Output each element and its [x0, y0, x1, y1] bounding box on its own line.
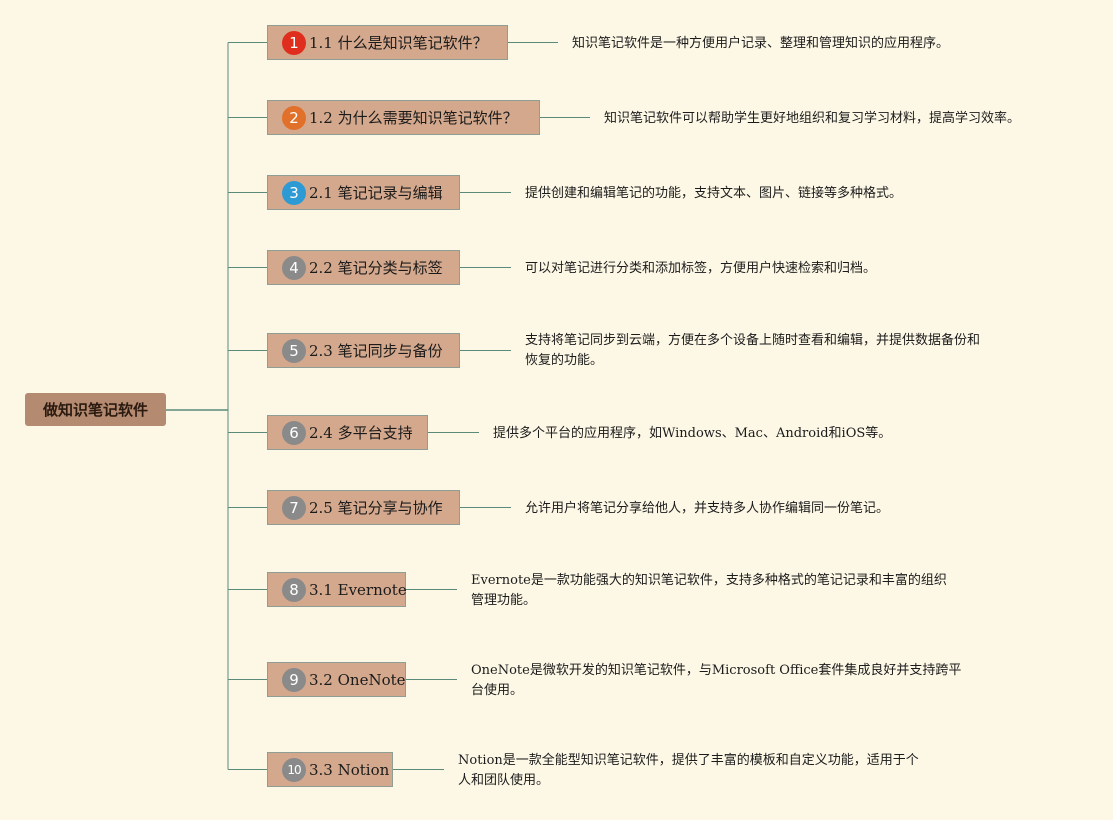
branch-label: 1.1 什么是知识笔记软件？	[309, 34, 488, 52]
description-line: 提供多个平台的应用程序，如Windows、Mac、Android和iOS等。	[493, 426, 892, 441]
branch-label: 1.2 为什么需要知识笔记软件？	[309, 109, 518, 127]
description-line: 可以对笔记进行分类和添加标签，方便用户快速检索和归档。	[525, 261, 877, 276]
number-badge-icon: 5	[282, 338, 306, 363]
number-badge-icon: 1	[282, 30, 306, 55]
root-node[interactable]: 做知识笔记软件	[25, 393, 166, 426]
number-badge-icon: 10	[282, 757, 306, 782]
description-line: 知识笔记软件是一种方便用户记录、整理和管理知识的应用程序。	[572, 36, 950, 51]
branch-description: 知识笔记软件可以帮助学生更好地组织和复习学习材料，提高学习效率。	[604, 109, 1020, 129]
branch-label: 2.1 笔记记录与编辑	[309, 184, 443, 202]
description-line: 允许用户将笔记分享给他人，并支持多人协作编辑同一份笔记。	[525, 501, 890, 516]
description-line: OneNote是微软开发的知识笔记软件，与Microsoft Office套件集…	[471, 663, 962, 678]
description-line: 支持将笔记同步到云端，方便在多个设备上随时查看和编辑，并提供数据备份和	[525, 333, 981, 348]
description-line: 人和团队使用。	[458, 773, 550, 788]
branch-description: OneNote是微软开发的知识笔记软件，与Microsoft Office套件集…	[471, 661, 961, 701]
branch-label: 2.3 笔记同步与备份	[309, 342, 443, 360]
description-line: 台使用。	[471, 683, 524, 698]
branch-description: Evernote是一款功能强大的知识笔记软件，支持多种格式的笔记记录和丰富的组织…	[471, 571, 947, 611]
number-badge-icon: 9	[282, 667, 306, 692]
number-badge-icon: 2	[282, 105, 306, 130]
number-badge-icon: 8	[282, 577, 306, 602]
branch-description: 支持将笔记同步到云端，方便在多个设备上随时查看和编辑，并提供数据备份和恢复的功能…	[525, 331, 980, 371]
branch-label: 2.4 多平台支持	[309, 424, 413, 442]
number-badge-icon: 3	[282, 180, 306, 205]
description-line: Notion是一款全能型知识笔记软件，提供了丰富的模板和自定义功能，适用于个	[458, 753, 919, 768]
branch-description: 提供多个平台的应用程序，如Windows、Mac、Android和iOS等。	[493, 424, 891, 444]
branch-label: 2.2 笔记分类与标签	[309, 259, 443, 277]
branch-description: 可以对笔记进行分类和添加标签，方便用户快速检索和归档。	[525, 259, 876, 279]
description-line: 提供创建和编辑笔记的功能，支持文本、图片、链接等多种格式。	[525, 186, 903, 201]
number-badge-icon: 4	[282, 255, 306, 280]
branch-description: 知识笔记软件是一种方便用户记录、整理和管理知识的应用程序。	[572, 34, 949, 54]
branch-description: 提供创建和编辑笔记的功能，支持文本、图片、链接等多种格式。	[525, 184, 902, 204]
description-line: 知识笔记软件可以帮助学生更好地组织和复习学习材料，提高学习效率。	[604, 111, 1021, 126]
number-badge-icon: 7	[282, 495, 306, 520]
description-line: 管理功能。	[471, 593, 537, 608]
branch-label: 3.1 Evernote	[309, 580, 407, 599]
branch-label: 3.3 Notion	[309, 760, 390, 779]
branch-description: Notion是一款全能型知识笔记软件，提供了丰富的模板和自定义功能，适用于个人和…	[458, 751, 919, 791]
description-line: Evernote是一款功能强大的知识笔记软件，支持多种格式的笔记记录和丰富的组织	[471, 573, 947, 588]
number-badge-icon: 6	[282, 420, 306, 445]
branch-label: 3.2 OneNote	[309, 670, 406, 689]
root-label: 做知识笔记软件	[42, 401, 148, 419]
description-line: 恢复的功能。	[525, 353, 604, 368]
branch-label: 2.5 笔记分享与协作	[309, 499, 443, 517]
branch-description: 允许用户将笔记分享给他人，并支持多人协作编辑同一份笔记。	[525, 499, 889, 519]
